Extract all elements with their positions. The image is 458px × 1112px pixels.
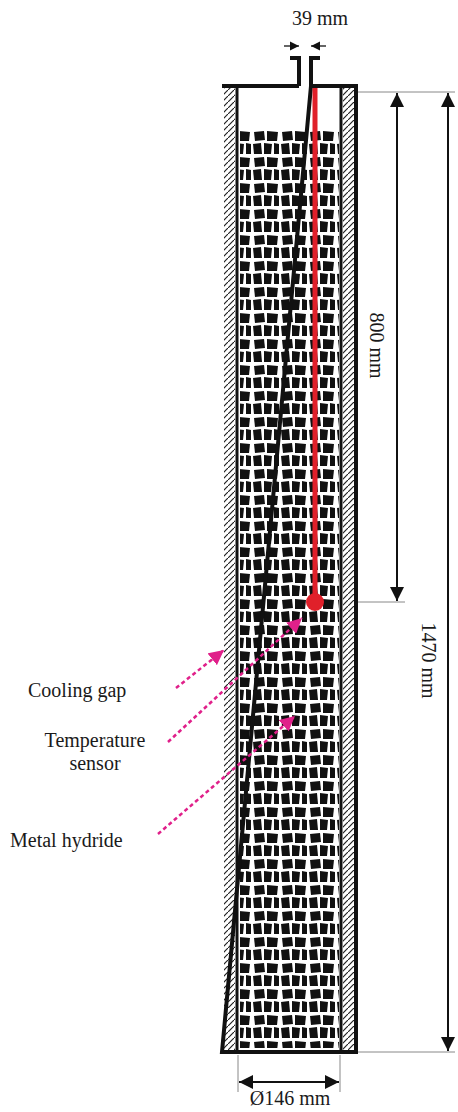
extension-line <box>238 1055 239 1092</box>
dimension-arrow <box>396 93 398 601</box>
callout-label: Cooling gap <box>28 679 126 702</box>
neck <box>290 58 299 86</box>
sensor-tip <box>306 593 324 611</box>
neck <box>311 58 320 86</box>
outer-shell <box>222 86 356 1052</box>
leader-line <box>158 716 295 834</box>
dimension-arrow <box>311 45 326 46</box>
dimension-arrow <box>447 93 449 1051</box>
callout-label: Metal hydride <box>10 829 123 852</box>
dimension-label: 1470 mm <box>417 622 440 698</box>
dimension-label: 39 mm <box>292 7 348 30</box>
extension-line <box>358 1052 455 1053</box>
leader-line <box>176 650 224 688</box>
metal-hydride-bed <box>240 130 339 1048</box>
cooling-gap-right <box>343 87 354 1051</box>
dimension-arrow <box>284 45 299 46</box>
extension-line <box>340 1055 341 1092</box>
cooling-gap-left <box>224 87 235 1051</box>
callout-label: Temperature sensor <box>35 729 155 775</box>
dimension-label: Ø146 mm <box>250 1087 331 1110</box>
leader-line <box>168 618 302 742</box>
inner-wall <box>340 87 343 1051</box>
extension-line <box>358 92 455 93</box>
sensor-rod <box>313 88 318 598</box>
extension-line <box>358 602 405 603</box>
dimension-arrow <box>239 1081 339 1083</box>
dimension-label: 800 mm <box>365 312 388 378</box>
